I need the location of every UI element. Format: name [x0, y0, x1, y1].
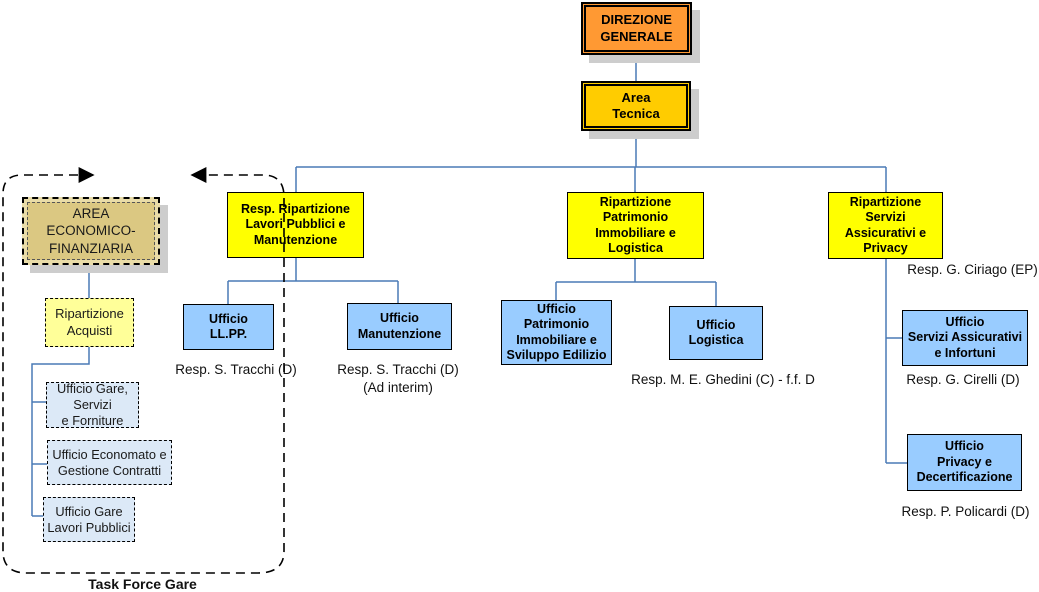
annotation-resp-tracchi-llpp: Resp. S. Tracchi (D) [175, 362, 297, 377]
annotation-resp-policardi: Resp. P. Policardi (D) [901, 504, 1030, 519]
node-resp-ripartizione-lavori: Resp. Ripartizione Lavori Pubblici e Man… [227, 192, 364, 258]
annotation-task-force-gare: Task Force Gare [88, 576, 197, 592]
annotation-resp-ghedini: Resp. M. E. Ghedini (C) - f.f. D [631, 372, 815, 387]
annotation-resp-cirelli: Resp. G. Cirelli (D) [906, 372, 1020, 387]
node-area-economico-finanziaria-label: AREA ECONOMICO- FINANZIARIA [27, 202, 155, 260]
node-ripartizione-servizi: Ripartizione Servizi Assicurativi e Priv… [828, 192, 943, 259]
node-ufficio-gare-servizi: Ufficio Gare, Servizi e Forniture [46, 381, 139, 428]
node-area-tecnica: Area Tecnica [581, 81, 691, 131]
node-ufficio-servizi-assicurativi: Ufficio Servizi Assicurativi e Infortuni [902, 310, 1028, 366]
node-area-economico-finanziaria: AREA ECONOMICO- FINANZIARIA [22, 197, 160, 265]
node-ufficio-logistica: Ufficio Logistica [669, 306, 763, 360]
annotation-resp-ciriago: Resp. G. Ciriago (EP) [907, 262, 1038, 277]
node-ufficio-economato: Ufficio Economato e Gestione Contratti [47, 440, 172, 485]
connector-patrimonio-to-uffici [555, 259, 717, 306]
node-ripartizione-acquisti: Ripartizione Acquisti [45, 298, 134, 347]
annotation-resp-tracchi-manutenzione: Resp. S. Tracchi (D) (Ad interim) [337, 362, 459, 395]
node-ripartizione-patrimonio: Ripartizione Patrimonio Immobiliare e Lo… [567, 192, 704, 259]
node-direzione-generale: DIREZIONE GENERALE [581, 2, 692, 55]
node-ufficio-gare-lavori: Ufficio Gare Lavori Pubblici [43, 497, 135, 542]
node-ufficio-manutenzione: Ufficio Manutenzione [347, 303, 452, 350]
connector-lavori-to-uffici [227, 258, 399, 304]
node-ufficio-llpp: Ufficio LL.PP. [183, 304, 274, 350]
node-ufficio-privacy: Ufficio Privacy e Decertificazione [907, 434, 1022, 491]
node-ufficio-patrimonio: Ufficio Patrimonio Immobiliare e Svilupp… [501, 300, 612, 365]
